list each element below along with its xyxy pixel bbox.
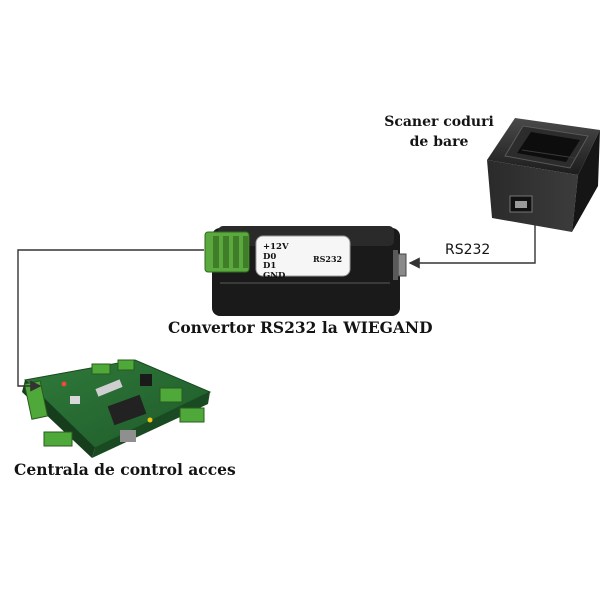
scanner-label: Scaner coduri de bare <box>384 114 494 150</box>
barcode-scanner-image <box>487 118 600 232</box>
converter-port-label: RS232 <box>313 254 343 264</box>
pin-label: D1 <box>263 261 277 271</box>
control-panel-image <box>22 359 212 458</box>
link-label: RS232 <box>445 242 491 258</box>
pin-label: GND <box>263 270 286 281</box>
wire-scanner-to-converter <box>408 222 536 269</box>
converter-label: Convertor RS232 la WIEGAND <box>168 318 433 337</box>
converter-pin-labels: +12V D0 D1 GND <box>263 242 289 281</box>
pin-label: +12V <box>263 242 289 252</box>
control-panel-label: Centrala de control acces <box>14 460 236 479</box>
pin-label: D0 <box>263 251 277 262</box>
terminal-block-image <box>204 231 250 273</box>
converter-image <box>204 226 407 316</box>
wire-converter-to-panel <box>17 249 204 392</box>
